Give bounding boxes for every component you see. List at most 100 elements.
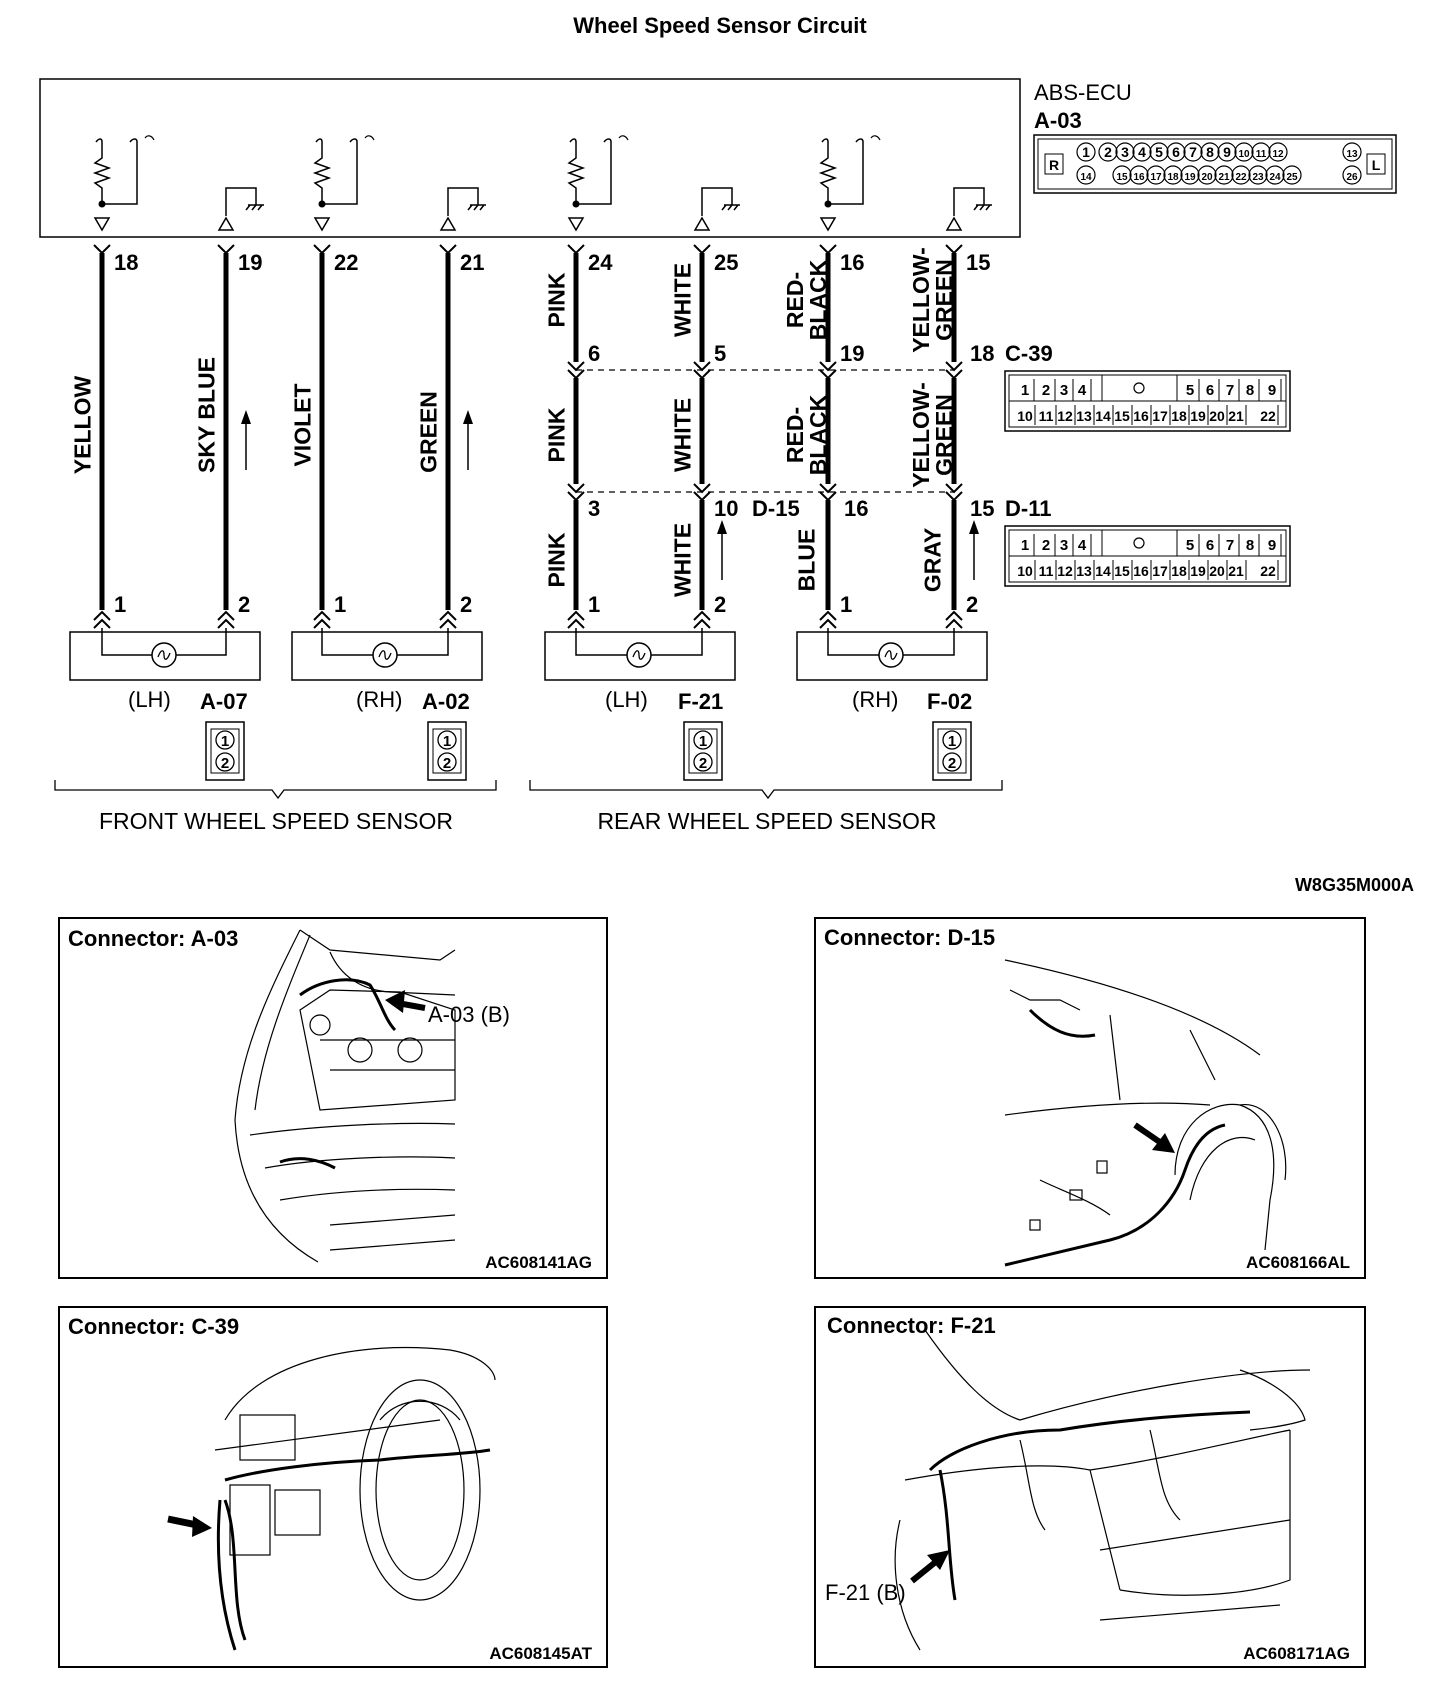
sensor-pin-circle — [942, 730, 962, 750]
wire-color-line: GREEN — [415, 391, 441, 473]
panel-d15-code: AC608166AL — [1246, 1253, 1350, 1272]
sensor-face-pin-label: 2 — [699, 755, 707, 772]
a03-pin-label: 24 — [1269, 172, 1281, 183]
a03-pin-circle — [1342, 142, 1362, 162]
connector-key — [1101, 529, 1178, 557]
connector-chevron-icon — [945, 483, 963, 494]
a03-pin-circle — [1076, 142, 1096, 162]
panel-a03-title: Connector: A-03 — [68, 926, 238, 951]
joint-pin-label: 21 — [1228, 408, 1244, 424]
sensor-face-pin-label: 1 — [443, 733, 451, 750]
connector-chevron-icon — [567, 610, 585, 621]
sensor-pin-circle — [693, 752, 713, 772]
ecu-pin-number: 25 — [714, 250, 738, 275]
sensor-connector-inner — [688, 728, 718, 774]
wire-color-line: GREEN — [931, 394, 957, 476]
joint-pin-label: 18 — [1171, 563, 1187, 579]
sine-wave-icon — [884, 650, 898, 660]
connector-chevron-icon — [693, 361, 711, 372]
a03-pin-label: 26 — [1346, 172, 1358, 183]
ac-source-icon — [151, 642, 177, 668]
joint-pin-label: 15 — [1114, 408, 1130, 424]
rear-group-label: REAR WHEEL SPEED SENSOR — [597, 808, 936, 834]
wire-color-label: WHITE — [669, 263, 695, 337]
connector-chevron-icon — [439, 244, 457, 255]
a03-pin-label: 12 — [1272, 149, 1284, 160]
connector-chevron-icon — [93, 618, 111, 629]
connector-chevron-icon — [819, 361, 837, 372]
sensor-connector-inner — [432, 728, 462, 774]
panel-a03: Connector: A-03 AC608141AG A-03 (B) — [58, 917, 608, 1279]
joint-pin-label: 14 — [1095, 563, 1111, 579]
connector-outer — [1004, 370, 1291, 432]
wire-color-line: RED- — [782, 272, 808, 328]
connector-chevron-icon — [567, 483, 585, 494]
connector-chevron-icon — [693, 369, 711, 380]
flow-arrow-head — [463, 410, 473, 424]
rear-group-brace — [529, 780, 1003, 800]
wire-color-label: BLUE — [793, 529, 819, 592]
a03-pin-label: 16 — [1133, 172, 1145, 183]
c39-pin-number: 5 — [714, 341, 726, 366]
sensor-pin-number: 2 — [238, 592, 250, 617]
sensor-face-pin-label: 2 — [221, 755, 229, 772]
joint-pin-label: 6 — [1206, 382, 1214, 399]
sensor-face-pin-label: 1 — [948, 733, 956, 750]
line-break-mark — [618, 135, 629, 141]
line-break-mark — [870, 135, 881, 141]
connector-chevron-icon — [567, 361, 585, 372]
sensor-pin-number: 2 — [966, 592, 978, 617]
line-break-mark — [144, 135, 155, 141]
input-arrow-icon — [313, 217, 331, 232]
joint-pin-label: 20 — [1209, 563, 1225, 579]
front-group-label: FRONT WHEEL SPEED SENSOR — [99, 808, 453, 834]
wire-color-line: RED- — [782, 407, 808, 463]
joint-pin-label: 7 — [1226, 537, 1234, 554]
sensor-body — [69, 631, 261, 681]
line-break-mark — [364, 135, 375, 141]
panel-f21-callout: F-21 (B) — [825, 1580, 906, 1605]
joint-pin-label: 13 — [1076, 563, 1092, 579]
sensor-pin-circle — [437, 730, 457, 750]
wire-color-label: GRAY — [919, 528, 945, 592]
joint-pin-label: 14 — [1095, 408, 1111, 424]
joint-pin-label: 5 — [1186, 537, 1194, 554]
ground-icon — [721, 204, 740, 211]
sensor-pin-number: 1 — [114, 592, 126, 617]
joint-pin-label: 9 — [1268, 382, 1276, 399]
sensor-connector-id: F-21 — [678, 689, 723, 714]
joint-pin-label: 11 — [1039, 563, 1054, 579]
connector-chevron-icon — [819, 483, 837, 494]
a03-pin-label: 20 — [1201, 172, 1213, 183]
a03-pin-label: 8 — [1206, 144, 1214, 160]
a03-pin-label: 10 — [1238, 149, 1250, 160]
a03-pin-circle — [1132, 142, 1152, 162]
a03-pin-circle — [1251, 142, 1271, 162]
a03-pin-label: 4 — [1138, 144, 1146, 160]
sensor-connector-id: F-02 — [927, 689, 972, 714]
joint-pin-label: 12 — [1057, 563, 1073, 579]
joint-pin-label: 9 — [1268, 537, 1276, 554]
connector-chevron-icon — [693, 618, 711, 629]
joint-pin-label: 16 — [1133, 563, 1149, 579]
a03-pin-label: 22 — [1235, 172, 1247, 183]
a03-pin-circle — [1112, 165, 1132, 185]
ecu-pin-number: 16 — [840, 250, 864, 275]
joint-pin-label: 18 — [1171, 408, 1187, 424]
wire-color-label: PINK — [543, 407, 569, 462]
ground-icon — [973, 204, 992, 211]
joint-pin-label: 22 — [1260, 408, 1276, 424]
a03-pin-label: 21 — [1218, 172, 1230, 183]
wire-color-line: PINK — [543, 532, 569, 587]
wire-color-label: PINK — [543, 532, 569, 587]
joint-pin-label: 16 — [1133, 408, 1149, 424]
connector-chevron-icon — [93, 244, 111, 255]
panel-f21-title: Connector: F-21 — [827, 1313, 996, 1338]
joint-pin-label: 8 — [1246, 537, 1254, 554]
connector-chevron-icon — [945, 610, 963, 621]
joint-pin-label: 10 — [1017, 563, 1033, 579]
